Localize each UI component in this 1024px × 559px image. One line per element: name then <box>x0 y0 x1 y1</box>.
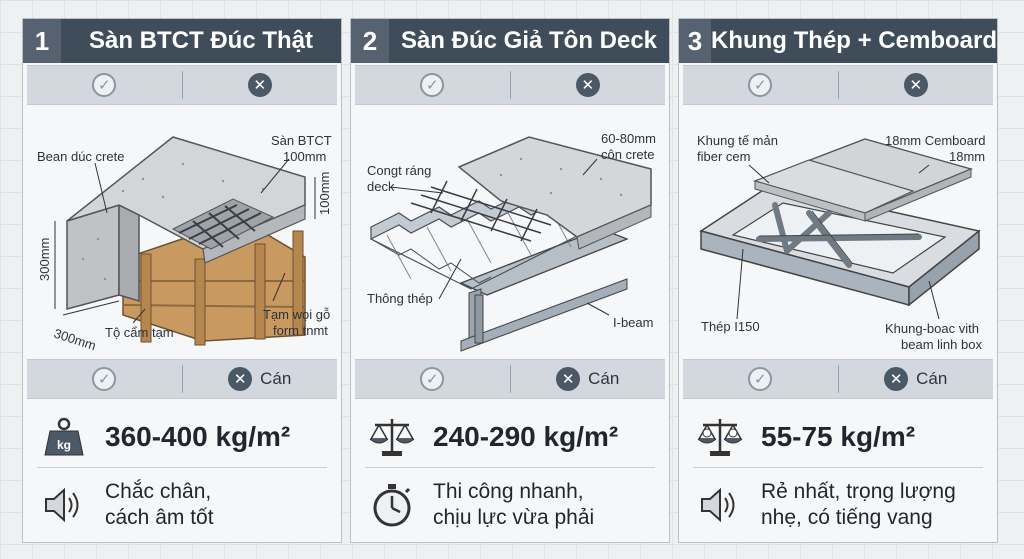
label-deck-2: deck <box>367 179 395 194</box>
label-concrete-thickness: 60-80mm <box>601 131 656 146</box>
label-cemboard: 18mm Cemboard <box>885 133 985 148</box>
close-icon[interactable]: ✕ <box>228 367 253 391</box>
label-steel-i150: Thép I150 <box>701 319 760 334</box>
label-cemboard-thickness: 18mm <box>949 149 985 164</box>
close-icon[interactable]: ✕ <box>903 73 928 97</box>
illustration-steel-frame: Khung tế mản fiber cem 18mm Cemboard 18m… <box>679 109 997 355</box>
close-icon[interactable]: ✕ <box>556 367 581 391</box>
rating-bar-top: ✓ ✕ <box>683 65 993 105</box>
label-box-beam-1: Khung-boac vith <box>885 321 979 336</box>
label-concrete: côn crete <box>601 147 654 162</box>
panel-real-concrete-slab: 1 Sàn BTCT Đúc Thật ✓ ✕ <box>22 18 342 543</box>
weight-row: 240-290 kg/m² <box>365 411 661 463</box>
check-icon[interactable]: ✓ <box>420 367 445 391</box>
panel-number: 1 <box>23 19 61 63</box>
rating-bar-mid: ✓ ✕ Cán <box>683 359 993 399</box>
panel-steel-cemboard: 3 Khung Thép + Cemboard ✓ ✕ <box>678 18 998 543</box>
label-fiber-2: fiber cem <box>697 149 750 164</box>
description-line-2: nhẹ, có tiếng vang <box>761 506 933 529</box>
label-beam-width: 300mm <box>52 326 98 354</box>
con-label: Cán <box>588 369 620 388</box>
description-line-2: cách âm tốt <box>105 506 214 529</box>
con-label: Cán <box>260 369 292 388</box>
close-icon[interactable]: ✕ <box>884 367 909 391</box>
weight-row: kg 360-400 kg/m² <box>37 411 333 463</box>
money-scale-icon <box>693 411 747 463</box>
check-icon[interactable]: ✓ <box>748 73 773 97</box>
label-edge-thickness: 100mm <box>317 172 332 215</box>
description-row: Thi công nhanh, chịu lực vừa phải <box>365 474 661 536</box>
label-fiber-1: Khung tế mản <box>697 133 778 148</box>
description-line-1: Chắc chân, <box>105 480 212 504</box>
description-row: Rẻ nhất, trọng lượng nhẹ, có tiếng vang <box>693 474 989 536</box>
description-line-1: Rẻ nhất, trọng lượng <box>761 480 956 504</box>
label-beam-height: 300mm <box>37 238 52 281</box>
panel-header: 3 Khung Thép + Cemboard <box>679 19 997 63</box>
weight-value: 360-400 kg/m² <box>105 421 291 452</box>
weight-row: 55-75 kg/m² <box>693 411 989 463</box>
label-i-beam: I-beam <box>613 315 653 330</box>
check-icon[interactable]: ✓ <box>92 73 117 97</box>
label-temp-support: Tộ cẩm tạm <box>105 325 174 340</box>
label-beam: Bean dúc crete <box>37 149 124 164</box>
panel-header: 2 Sàn Đúc Giả Tôn Deck <box>351 19 669 63</box>
close-icon[interactable]: ✕ <box>247 73 272 97</box>
weight-value: 240-290 kg/m² <box>433 421 619 452</box>
label-slab-thickness: 100mm <box>283 149 326 164</box>
check-icon[interactable]: ✓ <box>748 367 773 391</box>
rating-bar-top: ✓ ✕ <box>355 65 665 105</box>
rating-bar-mid: ✓ ✕ Cán <box>355 359 665 399</box>
label-deck-1: Congt ráng <box>367 163 431 178</box>
speaker-icon <box>693 479 747 531</box>
check-icon[interactable]: ✓ <box>92 367 117 391</box>
label-slab: Sàn BTCT <box>271 133 332 148</box>
scale-icon <box>365 411 419 463</box>
illustration-concrete-slab: Bean dúc crete Sàn BTCT 100mm 100mm 300m… <box>23 109 341 355</box>
weight-value: 55-75 kg/m² <box>761 421 916 452</box>
description-line-2: chịu lực vừa phải <box>433 506 595 529</box>
rating-bar-top: ✓ ✕ <box>27 65 337 105</box>
weight-icon: kg <box>37 411 91 463</box>
panel-title: Khung Thép + Cemboard <box>710 27 997 54</box>
label-steel: Thông thép <box>367 291 433 306</box>
close-icon[interactable]: ✕ <box>575 73 600 97</box>
svg-text:kg: kg <box>57 438 71 452</box>
check-icon[interactable]: ✓ <box>420 73 445 97</box>
description-line-1: Thi công nhanh, <box>433 480 584 504</box>
stopwatch-icon <box>365 479 419 531</box>
panel-header: 1 Sàn BTCT Đúc Thật <box>23 19 341 63</box>
illustration-deck-slab: 60-80mm côn crete Congt ráng deck Thông … <box>351 109 669 355</box>
panel-number: 3 <box>679 19 711 63</box>
label-formwork-2: form tnmt <box>273 323 328 338</box>
con-label: Cán <box>916 369 948 388</box>
speaker-icon <box>37 479 91 531</box>
panel-title: Sàn BTCT Đúc Thật <box>88 27 313 54</box>
panel-title: Sàn Đúc Giả Tôn Deck <box>400 27 658 54</box>
panel-deck-slab: 2 Sàn Đúc Giả Tôn Deck ✓ ✕ <box>350 18 670 543</box>
description-row: Chắc chân, cách âm tốt <box>37 474 333 536</box>
label-box-beam-2: beam linh box <box>901 337 982 352</box>
rating-bar-mid: ✓ ✕ Cán <box>27 359 337 399</box>
panel-number: 2 <box>351 19 389 63</box>
label-formwork-1: Tạm wọi gỗ <box>263 307 330 322</box>
